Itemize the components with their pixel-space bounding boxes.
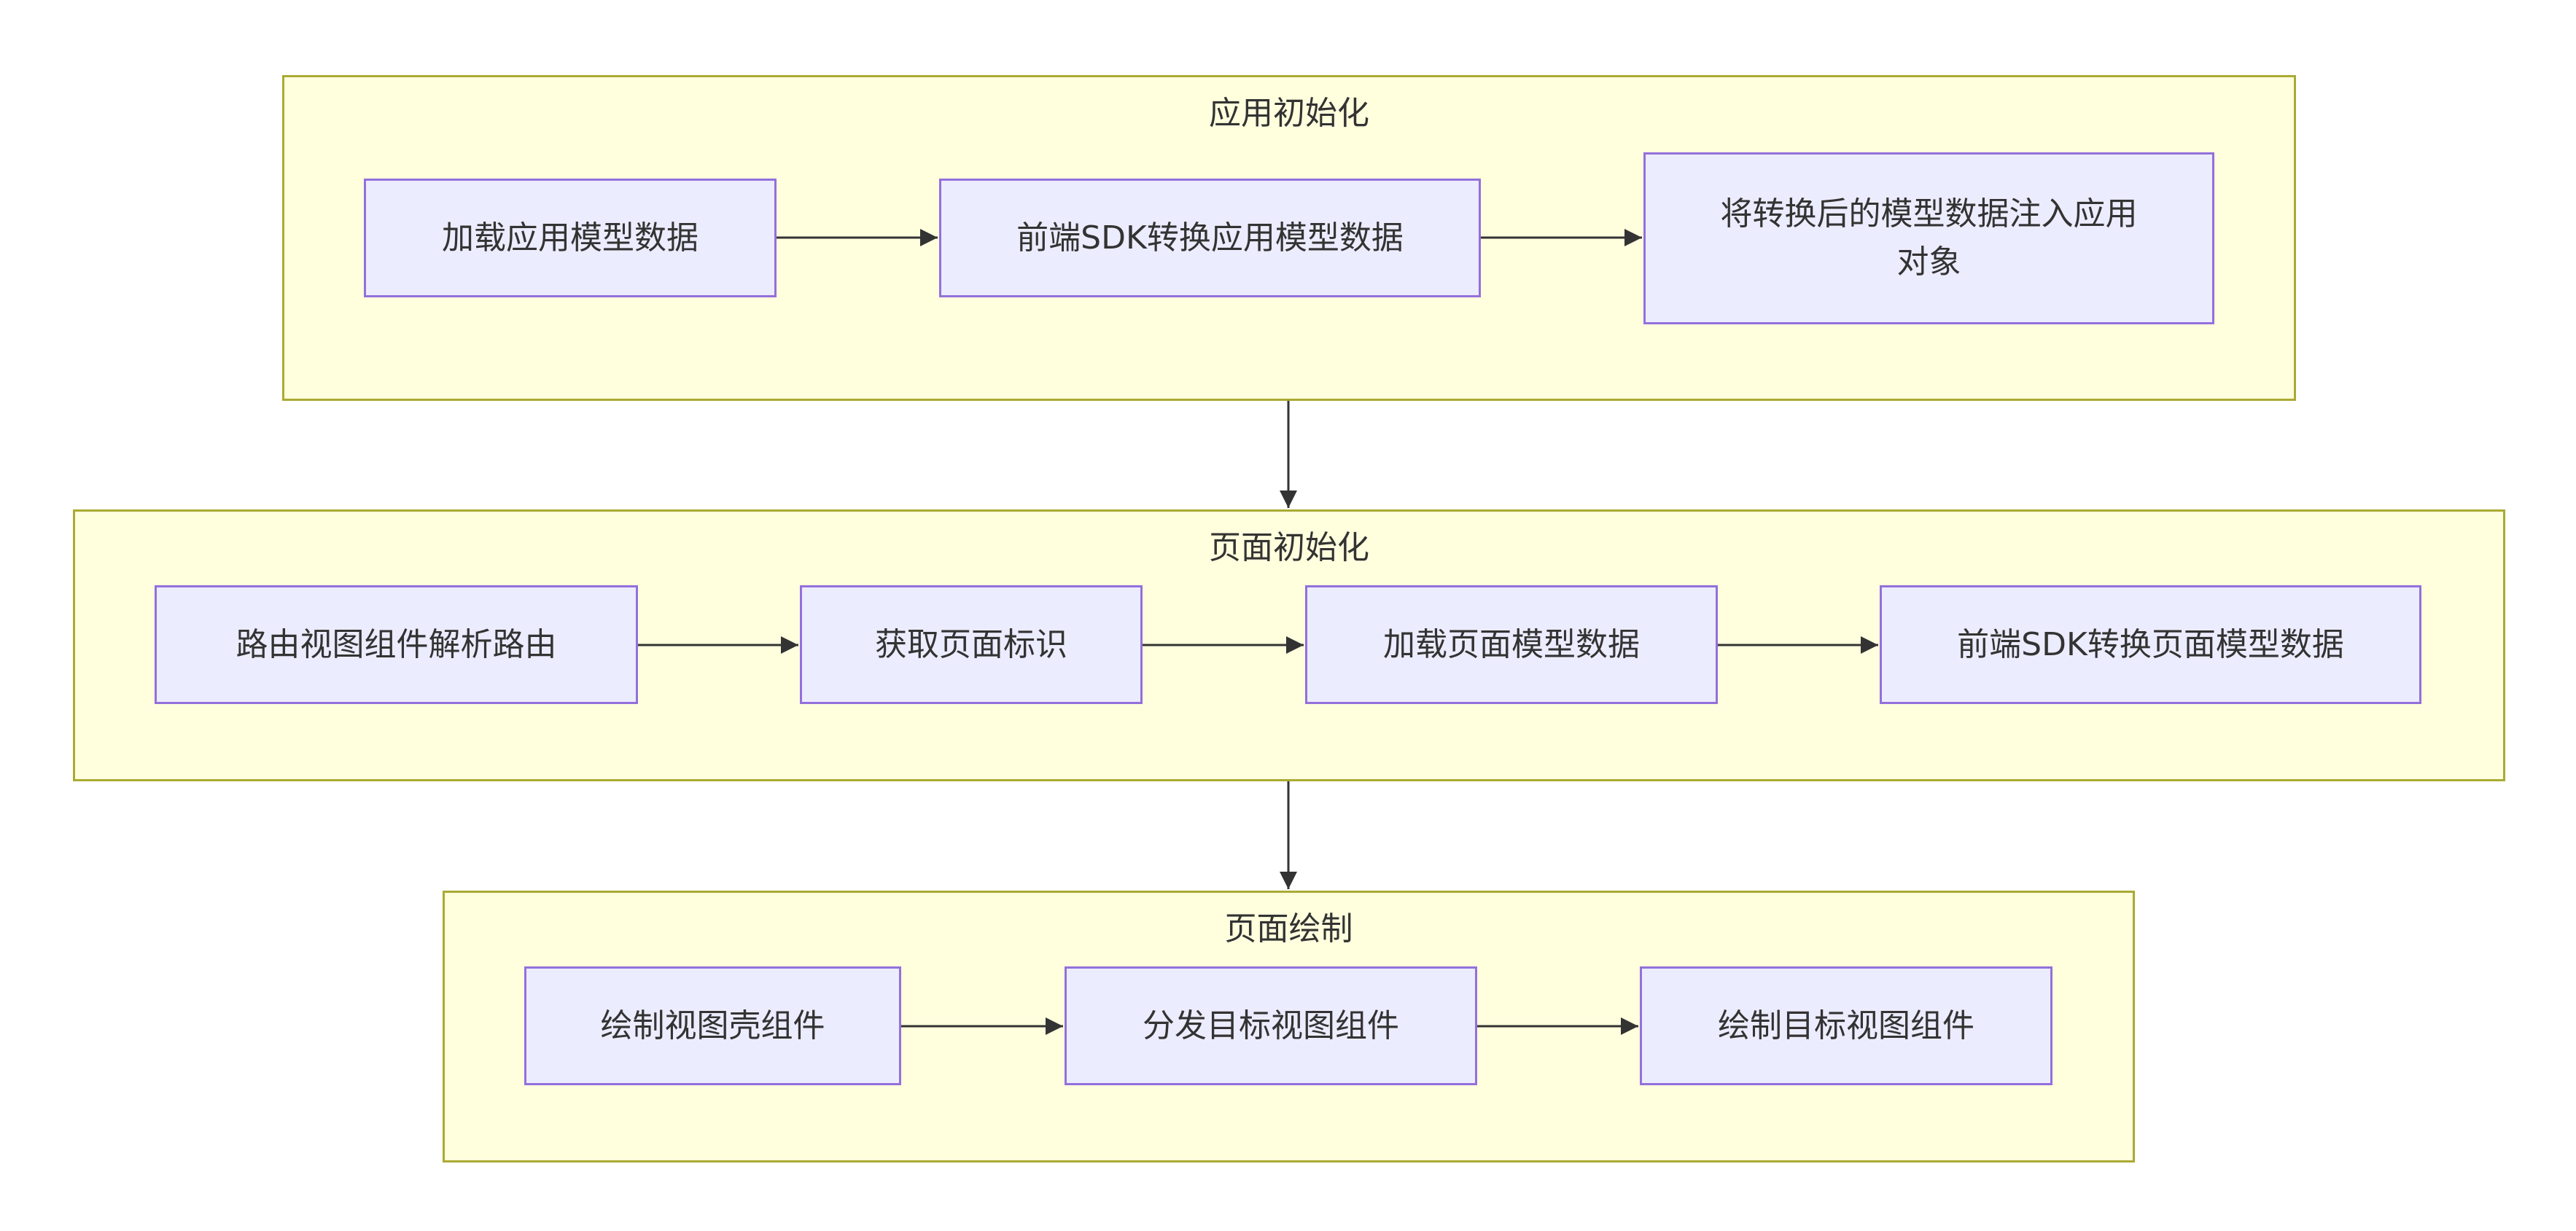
node-render-target-view: 绘制目标视图组件 [1640,966,2052,1085]
node-dispatch-target-view: 分发目标视图组件 [1065,966,1477,1085]
node-label: 将转换后的模型数据注入应用对象 [1720,195,2138,281]
node-load-page-model: 加载页面模型数据 [1305,585,1718,704]
node-inject-app-object: 将转换后的模型数据注入应用对象 [1643,152,2214,324]
node-label: 前端SDK转换页面模型数据 [1957,625,2344,663]
node-get-page-id: 获取页面标识 [800,585,1143,704]
node-label: 绘制目标视图组件 [1718,1007,1974,1044]
node-load-app-model: 加载应用模型数据 [364,179,777,297]
node-sdk-convert-app-model: 前端SDK转换应用模型数据 [939,179,1481,297]
cluster-title-page-render: 页面绘制 [1224,910,1353,947]
node-label: 加载应用模型数据 [442,219,699,257]
node-render-shell: 绘制视图壳组件 [524,966,901,1085]
node-router-parse: 路由视图组件解析路由 [155,585,638,704]
node-label: 前端SDK转换应用模型数据 [1016,219,1404,257]
node-label: 绘制视图壳组件 [600,1007,825,1044]
node-label: 路由视图组件解析路由 [236,625,557,663]
node-label: 分发目标视图组件 [1143,1007,1399,1044]
node-label: 加载页面模型数据 [1383,625,1640,663]
cluster-title-app-init: 应用初始化 [1209,95,1369,132]
cluster-title-page-init: 页面初始化 [1209,529,1369,566]
node-label: 获取页面标识 [875,625,1067,663]
node-sdk-convert-page-model: 前端SDK转换页面模型数据 [1880,585,2421,704]
